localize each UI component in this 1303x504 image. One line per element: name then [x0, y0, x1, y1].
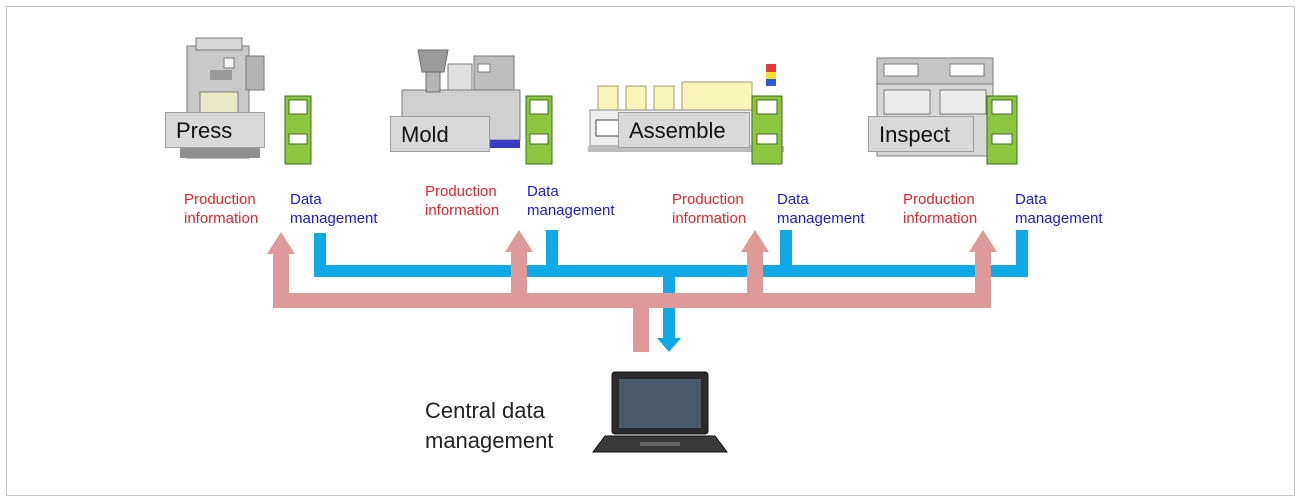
terminal-icon — [986, 95, 1018, 165]
station-label-inspect: Inspect — [868, 116, 974, 152]
production-up-arrow — [741, 230, 769, 252]
laptop-icon — [592, 371, 728, 453]
terminal-icon — [284, 95, 312, 165]
production-info-lines — [273, 250, 991, 352]
production-up-arrow — [267, 232, 295, 254]
terminal-icon — [525, 95, 553, 165]
data-down-arrow — [657, 338, 681, 352]
station-label-press: Press — [165, 112, 265, 148]
data-management-lines — [314, 230, 1028, 340]
terminal-icon — [751, 95, 783, 165]
production-up-arrow — [505, 230, 533, 252]
station-label-mold: Mold — [390, 116, 490, 152]
station-label-assemble: Assemble — [618, 112, 750, 148]
production-up-arrow — [969, 230, 997, 252]
